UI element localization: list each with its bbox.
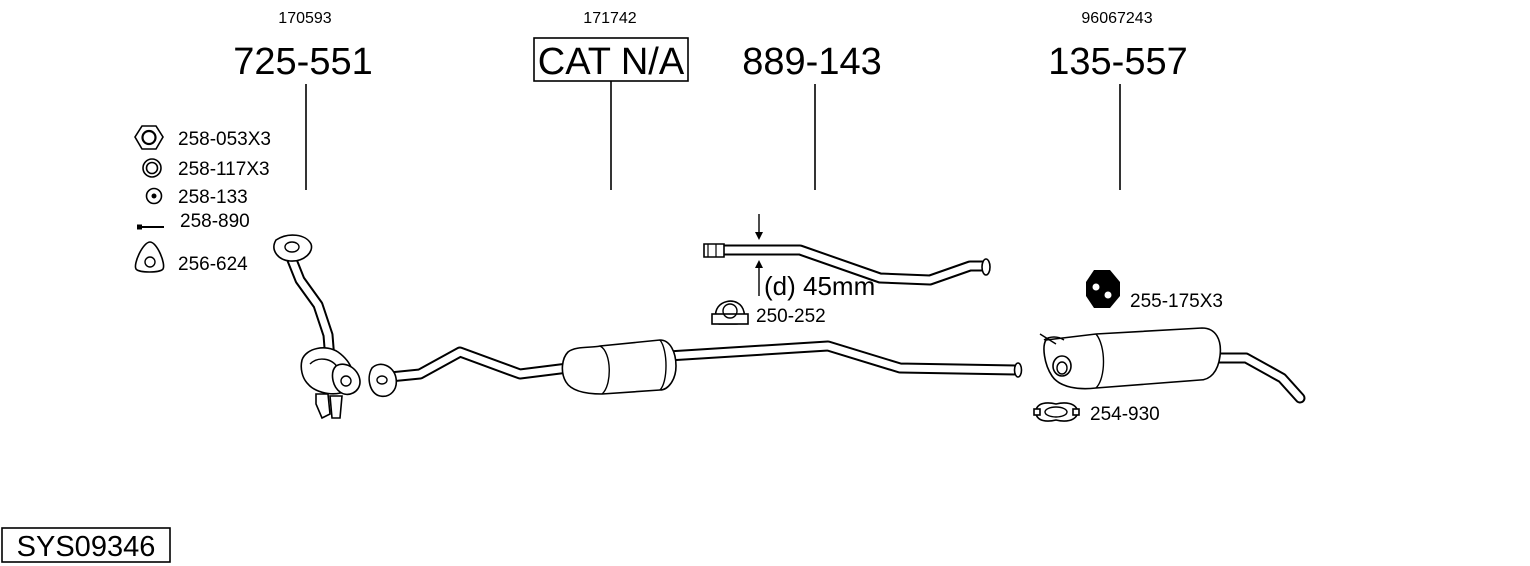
- small-washer-icon: [145, 187, 163, 205]
- fitting-label-258-053x3: 258-053X3: [178, 129, 271, 150]
- pipe-diameter-note: (d) 45mm: [764, 271, 875, 301]
- system-code: SYS09346: [17, 531, 156, 563]
- bolt-icon: [137, 224, 164, 230]
- part-number-cat-na: CAT N/A: [538, 41, 685, 83]
- hex-nut-icon: [134, 125, 164, 150]
- ref-171742: 171742: [583, 10, 636, 27]
- part-number-135-557: 135-557: [1048, 41, 1187, 83]
- fitting-label-256-624: 256-624: [178, 254, 248, 275]
- part-number-889-143: 889-143: [742, 41, 881, 83]
- front-downpipe-725-551: [273, 234, 361, 420]
- fitting-label-254-930: 254-930: [1090, 404, 1160, 425]
- center-pipe-with-catalytic-converter: [368, 339, 1023, 398]
- intermediate-pipe-889-143: [703, 214, 991, 296]
- rubber-mount-icon: [1086, 270, 1120, 308]
- band-clamp-icon: [1033, 402, 1080, 422]
- washer-ring-icon: [142, 158, 162, 178]
- fitting-label-255-175x3: 255-175X3: [1130, 291, 1223, 312]
- ref-96067243: 96067243: [1081, 10, 1152, 27]
- ref-170593: 170593: [278, 10, 331, 27]
- part-number-725-551: 725-551: [233, 41, 372, 83]
- fitting-label-258-133: 258-133: [178, 187, 248, 208]
- fitting-label-258-890: 258-890: [180, 211, 250, 232]
- fitting-label-258-117x3: 258-117X3: [178, 159, 270, 180]
- rear-silencer-135-557: [1039, 327, 1306, 404]
- system-code-box: [1, 527, 171, 563]
- pipe-clamp-icon: [711, 300, 749, 325]
- fitting-label-250-252: 250-252: [756, 306, 826, 327]
- flange-gasket-icon: [134, 241, 165, 273]
